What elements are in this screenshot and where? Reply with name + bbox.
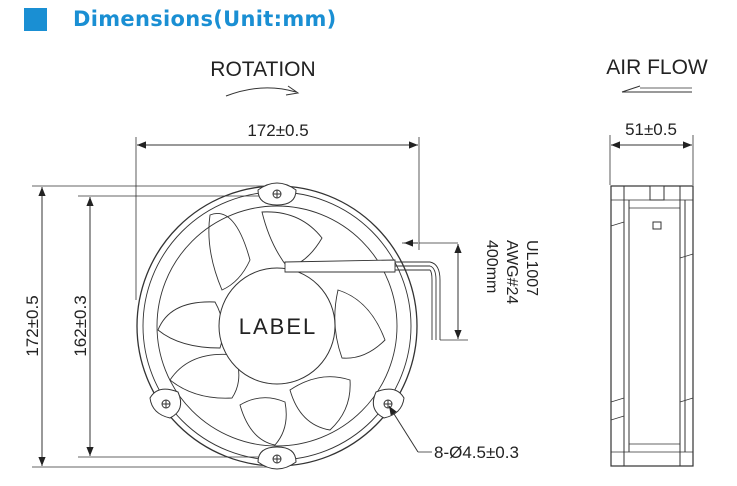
mounting-hole bbox=[272, 454, 282, 464]
mounting-hole bbox=[383, 399, 393, 409]
airflow-label: AIR FLOW bbox=[606, 56, 708, 79]
center-label: LABEL bbox=[239, 314, 318, 339]
side-view bbox=[609, 85, 694, 467]
height-dimension-label: 172±0.5 bbox=[23, 295, 42, 356]
wire-spec-line-1: UL1007 bbox=[523, 240, 540, 296]
wire-spec-line-2: AWG#24 bbox=[503, 240, 520, 304]
wire-spec-line-3: 400mm bbox=[483, 240, 500, 293]
width-dimension-label: 172±0.5 bbox=[247, 121, 308, 140]
fan-hub bbox=[218, 267, 336, 385]
wire-harness bbox=[284, 259, 441, 340]
depth-dimension-label: 51±0.5 bbox=[625, 120, 677, 139]
mounting-hole bbox=[272, 189, 282, 199]
section-title: Dimensions(Unit:mm) bbox=[73, 7, 337, 31]
rotation-label: ROTATION bbox=[210, 58, 315, 81]
mounting-hole bbox=[161, 399, 171, 409]
hole-spacing-label: 162±0.3 bbox=[71, 295, 90, 356]
rotation-arrow-icon bbox=[225, 87, 297, 97]
mounting-hole-label: 8-Ø4.5±0.3 bbox=[434, 443, 519, 462]
side-profile bbox=[610, 185, 694, 467]
hole-leader-line bbox=[388, 405, 419, 453]
header-square-icon bbox=[24, 7, 47, 31]
section-header: Dimensions(Unit:mm) bbox=[24, 6, 337, 32]
front-view bbox=[32, 85, 468, 470]
